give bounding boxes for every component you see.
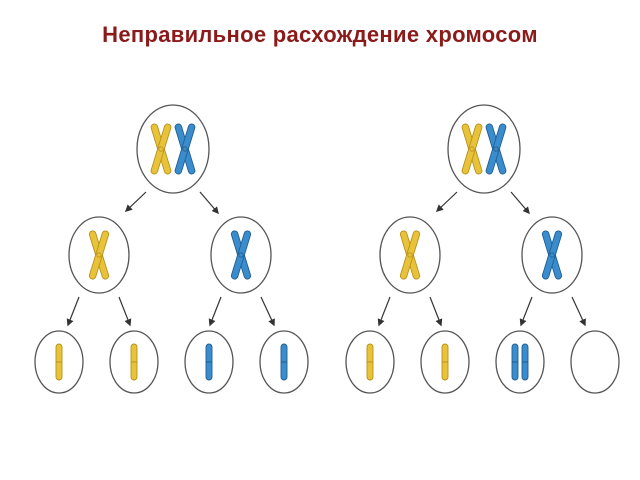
blue-chromatid bbox=[521, 343, 529, 381]
blue-chromosome bbox=[541, 230, 563, 280]
centromere bbox=[238, 252, 244, 258]
cell bbox=[570, 330, 620, 394]
blue-chromosome bbox=[174, 123, 196, 175]
blue-chromatid bbox=[280, 343, 288, 381]
yellow-chromosome bbox=[150, 123, 172, 175]
blue-chromosome bbox=[485, 123, 507, 175]
arrow bbox=[510, 191, 530, 215]
yellow-chromatid bbox=[130, 343, 138, 381]
yellow-chromosome bbox=[399, 230, 421, 280]
cell bbox=[447, 104, 521, 194]
arrow bbox=[435, 191, 458, 212]
arrow bbox=[377, 296, 391, 327]
centromere bbox=[182, 146, 188, 152]
cell bbox=[136, 104, 210, 194]
yellow-chromosome bbox=[461, 123, 483, 175]
arrow bbox=[199, 191, 219, 215]
yellow-chromatid bbox=[55, 343, 63, 381]
centromere bbox=[469, 146, 475, 152]
blue-chromosome bbox=[230, 230, 252, 280]
arrow bbox=[519, 296, 533, 327]
centromere bbox=[407, 252, 413, 258]
nondisjunction-diagram bbox=[345, 104, 620, 394]
arrow bbox=[124, 191, 147, 212]
arrow bbox=[571, 296, 586, 327]
page-title: Неправильное расхождение хромосом bbox=[102, 22, 538, 47]
yellow-chromatid bbox=[366, 343, 374, 381]
arrow bbox=[66, 296, 80, 327]
centromere bbox=[493, 146, 499, 152]
blue-chromatid bbox=[511, 343, 519, 381]
arrow bbox=[429, 296, 443, 327]
blue-chromatid bbox=[205, 343, 213, 381]
arrow bbox=[208, 296, 222, 327]
arrow bbox=[118, 296, 132, 327]
centromere bbox=[158, 146, 164, 152]
centromere bbox=[96, 252, 102, 258]
yellow-chromosome bbox=[88, 230, 110, 280]
yellow-chromatid bbox=[441, 343, 449, 381]
arrow bbox=[260, 296, 275, 327]
cell bbox=[495, 330, 545, 394]
centromere bbox=[549, 252, 555, 258]
normal-segregation-diagram bbox=[34, 104, 309, 394]
